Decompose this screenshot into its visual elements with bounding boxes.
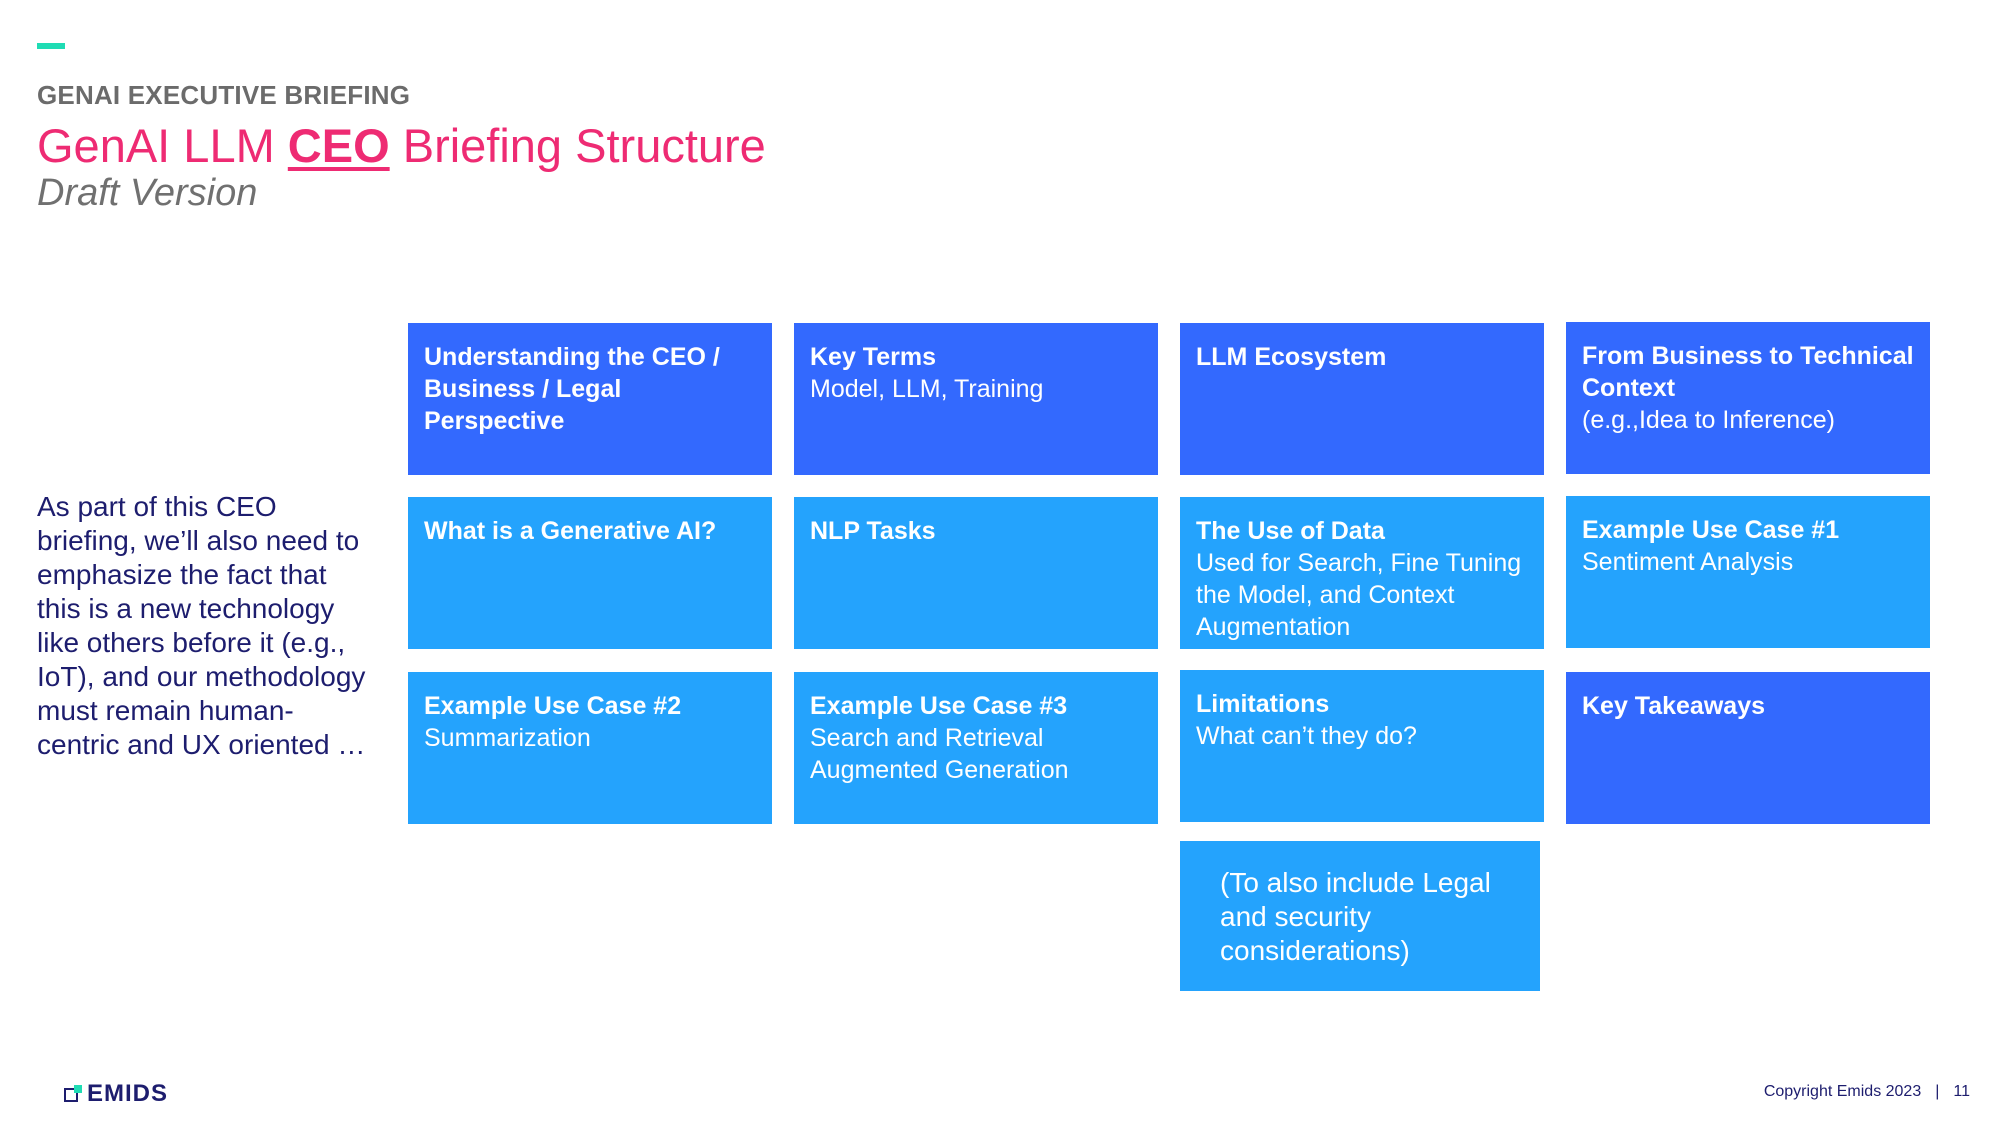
title-suffix: Briefing Structure: [389, 119, 766, 172]
logo-text: EMIDS: [87, 1080, 169, 1107]
accent-bar: [37, 43, 65, 49]
topic-title: The Use of Data: [1196, 517, 1385, 545]
topic-subtitle: What can’t they do?: [1196, 722, 1417, 750]
topic-subtitle: Summarization: [424, 724, 591, 752]
topic-box-use-of-data: The Use of Data Used for Search, Fine Tu…: [1180, 497, 1544, 649]
topic-box-use-case-1: Example Use Case #1 Sentiment Analysis: [1566, 496, 1930, 648]
topic-box-limitations: Limitations What can’t they do?: [1180, 670, 1544, 822]
topic-title: Example Use Case #2: [424, 692, 682, 720]
page-number: 11: [1953, 1083, 1970, 1100]
topic-title: What is a Generative AI?: [424, 517, 717, 545]
topic-subtitle: Model, LLM, Training: [810, 375, 1044, 403]
page-title: GenAI LLM CEO Briefing Structure: [37, 118, 766, 173]
topic-title: Example Use Case #1: [1582, 516, 1840, 544]
topic-box-ceo-perspective: Understanding the CEO / Business / Legal…: [408, 323, 772, 475]
title-emphasis: CEO: [287, 119, 390, 172]
topic-title: Limitations: [1196, 690, 1330, 718]
topic-title: Understanding the CEO / Business / Legal…: [424, 343, 720, 435]
topic-subtitle: Search and Retrieval Augmented Generatio…: [810, 724, 1069, 784]
topic-subtitle: Used for Search, Fine Tuning the Model, …: [1196, 549, 1522, 641]
legal-security-note: (To also include Legal and security cons…: [1180, 841, 1540, 991]
copyright-text: Copyright Emids 2023: [1763, 1083, 1922, 1100]
title-prefix: GenAI LLM: [37, 119, 288, 172]
logo-mark-icon: [64, 1085, 82, 1103]
topic-box-use-case-3: Example Use Case #3 Search and Retrieval…: [794, 672, 1158, 824]
topic-box-key-terms: Key Terms Model, LLM, Training: [794, 323, 1158, 475]
company-logo: EMIDS: [64, 1080, 168, 1108]
topic-box-generative-ai: What is a Generative AI?: [408, 497, 772, 649]
topic-title: Key Terms: [810, 343, 936, 371]
topic-box-llm-ecosystem: LLM Ecosystem: [1180, 323, 1544, 475]
topic-title: From Business to Technical Context: [1582, 342, 1914, 402]
section-kicker: GENAI EXECUTIVE BRIEFING: [37, 80, 411, 110]
topic-box-business-to-technical: From Business to Technical Context (e.g.…: [1566, 322, 1930, 474]
page-subtitle: Draft Version: [37, 172, 258, 214]
topic-box-key-takeaways: Key Takeaways: [1566, 672, 1930, 824]
topic-subtitle: (e.g.,Idea to Inference): [1582, 406, 1835, 434]
footer-separator: |: [1935, 1083, 1940, 1100]
side-note: As part of this CEO briefing, we’ll also…: [37, 491, 366, 760]
topic-box-nlp-tasks: NLP Tasks: [794, 497, 1158, 649]
topic-box-use-case-2: Example Use Case #2 Summarization: [408, 672, 772, 824]
topic-title: Example Use Case #3: [810, 692, 1068, 720]
topic-title: Key Takeaways: [1582, 692, 1765, 720]
topic-title: NLP Tasks: [810, 517, 936, 545]
topic-title: LLM Ecosystem: [1196, 343, 1387, 371]
topic-subtitle: Sentiment Analysis: [1582, 548, 1794, 576]
footer: Copyright Emids 2023 | 11: [1764, 1083, 1970, 1101]
